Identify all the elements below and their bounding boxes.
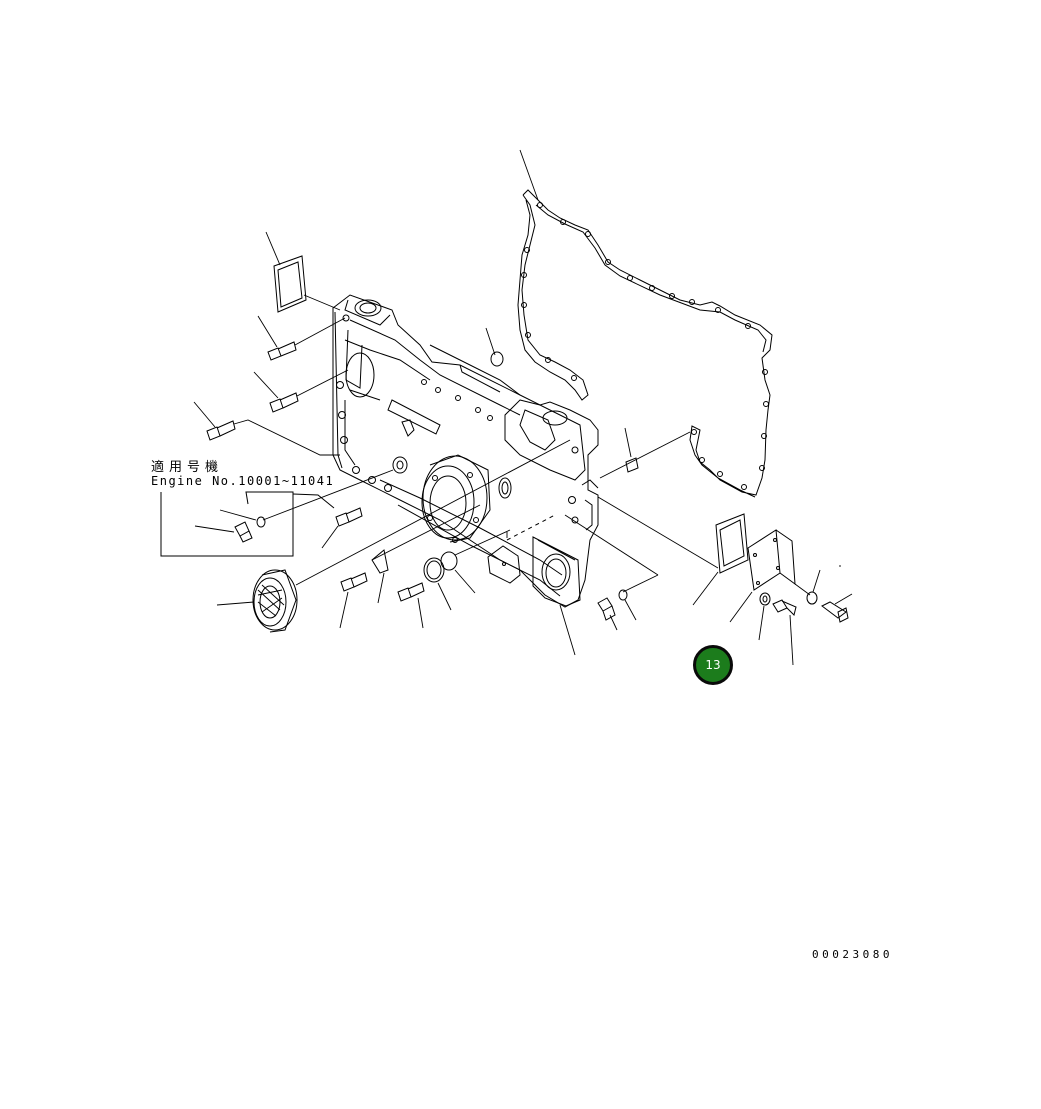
washer-lower <box>564 514 659 621</box>
drawing-code: 00023080 <box>812 948 893 961</box>
washer-small <box>262 456 408 521</box>
dowel-pin <box>599 427 691 479</box>
gasket-small-upper <box>265 231 341 313</box>
applicability-inset <box>160 491 335 557</box>
engine-serial-range: Engine No.10001~11041 <box>151 474 335 488</box>
bolt-5 <box>339 572 368 629</box>
cover-plate-lower <box>532 536 581 656</box>
oil-seal <box>216 439 571 633</box>
gasket-front-cover <box>517 149 773 498</box>
bolt-8 <box>772 599 797 666</box>
front-cover-housing <box>332 294 599 608</box>
bolt-4 <box>321 507 363 549</box>
bolt-6 <box>397 582 425 629</box>
gasket-rect-right <box>597 496 749 606</box>
o-ring <box>423 557 452 611</box>
bolt-7 <box>597 597 618 631</box>
applicability-label-jp: 適用号機 <box>151 460 224 475</box>
cover-plate-right <box>729 529 811 623</box>
washer-right <box>758 592 771 641</box>
page-number-badge[interactable]: 13 <box>693 645 733 685</box>
bolt-2 <box>253 369 349 413</box>
bolt-3 <box>193 401 340 456</box>
small-cover-center <box>487 514 556 584</box>
seal-flange <box>421 454 491 543</box>
bolt-9 <box>821 593 853 623</box>
bracket-triangle <box>371 504 481 604</box>
bolt-1 <box>257 315 346 361</box>
washer-far-right <box>806 565 841 605</box>
plug <box>440 529 511 594</box>
